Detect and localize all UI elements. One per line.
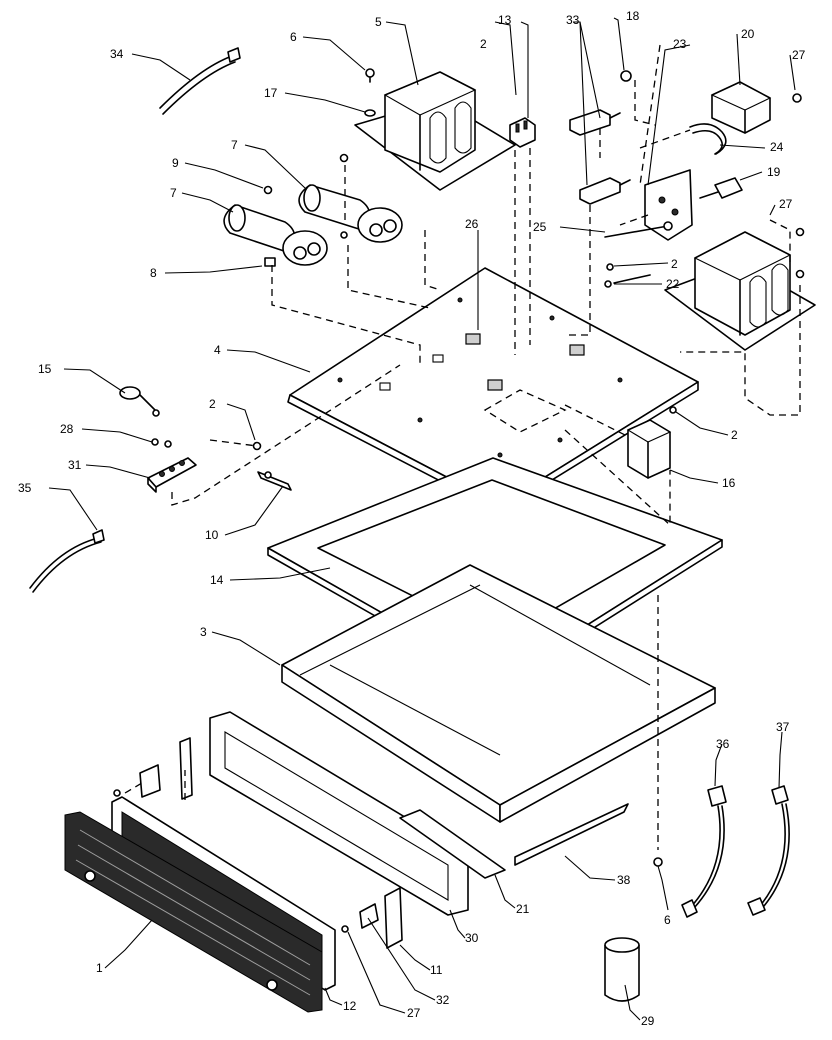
bracket-13	[509, 117, 536, 148]
callout-36: 36	[716, 737, 730, 751]
screw-6-top	[365, 68, 375, 83]
cup-29	[604, 937, 640, 1002]
callout-37: 37	[776, 720, 790, 734]
grille-1	[64, 811, 323, 1013]
callout-23: 23	[673, 37, 687, 51]
bracket-32	[359, 903, 379, 929]
screw-9	[263, 185, 273, 195]
cable-34	[159, 47, 241, 115]
callout-19: 19	[767, 165, 781, 179]
transformer-top	[354, 71, 516, 191]
callout-20: 20	[741, 27, 755, 41]
callout-13: 13	[498, 13, 512, 27]
callout-12: 12	[343, 999, 357, 1013]
callout-25: 25	[533, 220, 547, 234]
vent-panel-30	[209, 711, 469, 916]
screw-2-left	[252, 441, 262, 451]
callout-16: 16	[722, 476, 736, 490]
terminal-block-31	[147, 457, 197, 493]
callout-2: 2	[731, 428, 738, 442]
callout-4: 4	[214, 343, 221, 357]
callout-33: 33	[566, 13, 580, 27]
callout-2: 2	[209, 397, 216, 411]
callout-22: 22	[666, 277, 680, 291]
cable-35	[29, 529, 105, 593]
callout-15: 15	[38, 362, 52, 376]
callout-7: 7	[231, 138, 238, 152]
alignment-dashes	[124, 44, 801, 850]
callout-9: 9	[172, 156, 179, 170]
callout-34: 34	[110, 47, 124, 61]
callout-38: 38	[617, 873, 631, 887]
callout-30: 30	[465, 931, 479, 945]
screws-28	[151, 438, 172, 448]
callout-11: 11	[430, 963, 443, 977]
callout-8: 8	[150, 266, 157, 280]
callout-28: 28	[60, 422, 74, 436]
plug-19	[699, 177, 743, 199]
bracket-10	[257, 471, 292, 491]
harness-24	[689, 123, 727, 155]
bracket-11	[384, 887, 403, 949]
callout-6: 6	[290, 30, 297, 44]
callout-3: 3	[200, 625, 207, 639]
screw-27-top	[792, 93, 802, 103]
callout-29: 29	[641, 1014, 655, 1028]
callout-32: 32	[436, 993, 450, 1007]
callout-2: 2	[671, 257, 678, 271]
screw-27-bottom	[341, 925, 349, 933]
callout-7: 7	[170, 186, 177, 200]
callout-14: 14	[210, 573, 224, 587]
wire-36	[681, 785, 727, 918]
capacitor-lower	[223, 204, 328, 267]
screw-upper-cap	[339, 153, 349, 239]
callout-17: 17	[264, 86, 278, 100]
rod-25	[604, 221, 673, 238]
bracket-left	[113, 737, 193, 800]
strip-38	[514, 803, 629, 866]
callout-2: 2	[480, 37, 487, 51]
fuse-18	[620, 70, 632, 82]
thermostat-15	[119, 386, 160, 417]
screws-2-22	[604, 263, 651, 288]
callout-10: 10	[205, 528, 219, 542]
callout-27: 27	[779, 197, 793, 211]
screw-17	[364, 109, 376, 117]
wire-37	[747, 785, 790, 916]
callout-27: 27	[407, 1006, 421, 1020]
callout-18: 18	[626, 9, 640, 23]
chassis-tray-3	[281, 564, 716, 823]
leader-lines	[48, 17, 796, 1021]
callout-1: 1	[96, 961, 103, 975]
cover-20	[710, 81, 772, 134]
callout-31: 31	[68, 458, 82, 472]
callout-5: 5	[375, 15, 382, 29]
capacitor-upper	[298, 184, 403, 243]
board-23	[644, 169, 693, 241]
screw-27-right	[795, 227, 805, 279]
callout-27: 27	[792, 48, 806, 62]
relay-16	[626, 406, 677, 479]
transformer-right	[664, 231, 816, 351]
callout-26: 26	[465, 217, 479, 231]
screw-6-bottom	[653, 857, 663, 867]
callout-labels: 34 6 5 13 2 33 18 23 20 27 17 24 9 7 19 …	[18, 9, 806, 1028]
callout-21: 21	[516, 902, 530, 916]
callout-35: 35	[18, 481, 32, 495]
strip-21	[399, 809, 506, 879]
callout-6: 6	[664, 913, 671, 927]
callout-24: 24	[770, 140, 784, 154]
